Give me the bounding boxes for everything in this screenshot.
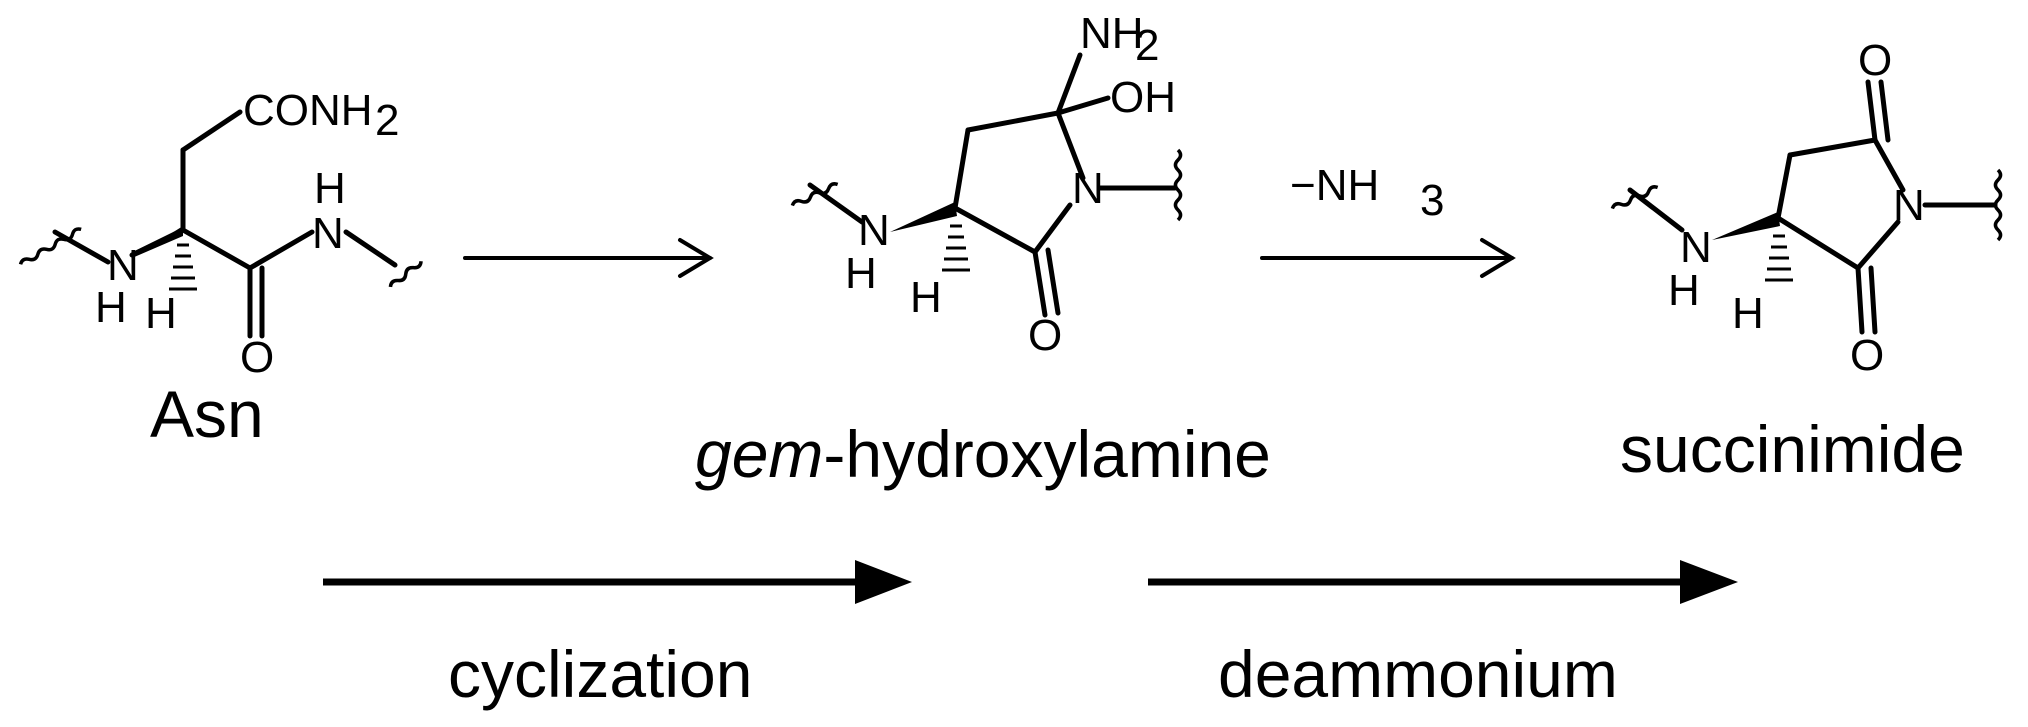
- asn-structure: CONH 2 N H H H N O: [18, 86, 423, 382]
- succ-hash-bond: [1765, 234, 1793, 282]
- gem-left-wavy-bond: [790, 182, 839, 207]
- cyclization-arrow: [323, 560, 912, 604]
- reaction-arrow-1: [463, 238, 714, 278]
- gem-ring-n: N: [1072, 164, 1104, 213]
- asn-right-wavy-bond: [388, 260, 423, 288]
- asn-wedge-bond: [132, 226, 183, 258]
- succ-nh-h: H: [1668, 266, 1700, 315]
- gem-wedge-bond: [890, 202, 957, 232]
- gem-nh-h: H: [845, 249, 877, 298]
- gem-name-rest: -hydroxylamine: [823, 417, 1271, 491]
- asn-nh-left-n: N: [107, 241, 139, 290]
- asn-conh2-label: CONH: [243, 86, 373, 135]
- nh3-loss-subscript: 3: [1420, 176, 1444, 225]
- succinimide-name: succinimide: [1620, 412, 1965, 486]
- asn-nh-right-n: N: [312, 209, 344, 258]
- nh3-loss-label: −NH: [1290, 161, 1379, 210]
- asn-nh-right-h: H: [314, 164, 346, 213]
- asn-carbonyl-o: O: [240, 333, 274, 382]
- asn-alpha-h: H: [145, 289, 177, 338]
- asn-conh2-subscript: 2: [375, 96, 399, 145]
- succ-wedge-bond: [1712, 212, 1780, 240]
- cyclization-label: cyclization: [448, 637, 752, 711]
- succinimide-structure: O N N H H O: [1610, 36, 2003, 380]
- gem-hash-bond: [942, 224, 970, 272]
- gem-nh-n: N: [858, 206, 890, 255]
- gem-nh2-label: NH: [1080, 9, 1144, 58]
- deammonium-label: deammonium: [1218, 637, 1618, 711]
- gem-hydroxylamine-structure: NH 2 OH N N H H O: [790, 9, 1183, 360]
- gem-alpha-h: H: [910, 273, 942, 322]
- succ-ring-n: N: [1893, 181, 1925, 230]
- succ-bottom-o: O: [1850, 331, 1884, 380]
- succ-nh-n: N: [1680, 223, 1712, 272]
- deammonium-arrow: [1148, 560, 1738, 604]
- asn-hash-bond: [169, 243, 197, 291]
- gem-oh-label: OH: [1110, 73, 1176, 122]
- gem-carbonyl-o: O: [1028, 311, 1062, 360]
- gem-nh2-subscript: 2: [1135, 21, 1159, 70]
- asn-left-wavy-bond: [18, 227, 82, 265]
- succ-alpha-h: H: [1732, 289, 1764, 338]
- asn-nh-left-h: H: [95, 283, 127, 332]
- gem-name: gem-hydroxylamine: [695, 417, 1271, 491]
- gem-name-italic: gem: [695, 417, 823, 491]
- asn-name: Asn: [150, 377, 264, 451]
- succ-top-o: O: [1858, 36, 1892, 85]
- reaction-arrow-2: [1260, 238, 1516, 278]
- gem-right-wavy-bond: [1173, 148, 1183, 222]
- succ-right-wavy-bond: [1993, 168, 2003, 242]
